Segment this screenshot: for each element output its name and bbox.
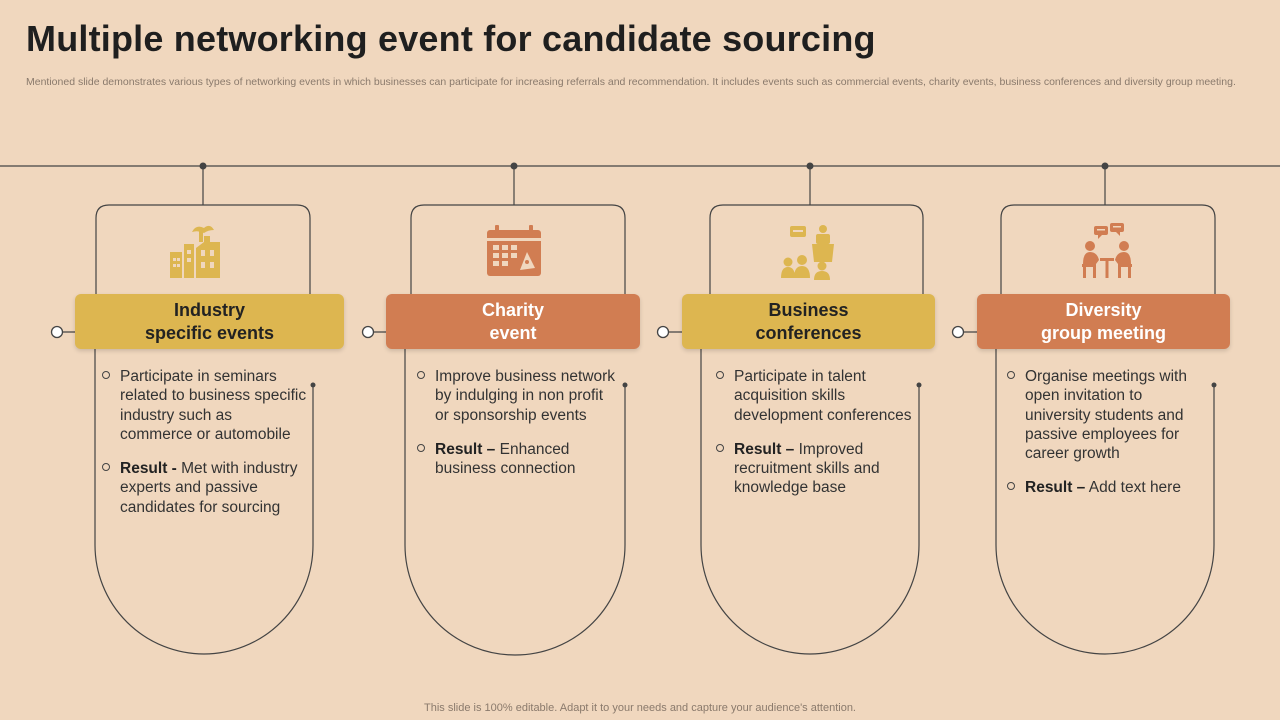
list-item: Result – Add text here (1007, 478, 1205, 497)
event-point-text: Participate in talent acquisition skills… (734, 368, 912, 424)
event-title-line1: Charity (481, 299, 544, 320)
event-points-business-conferences: Participate in talent acquisition skills… (716, 367, 921, 513)
event-point-text: Participate in seminars related to busin… (120, 368, 307, 443)
result-text: Improved recruitment skills and knowledg… (734, 440, 880, 497)
bullet-icon (102, 371, 110, 379)
result-label: Result – (435, 440, 496, 458)
event-title-line2: specific events (144, 322, 275, 343)
bullet-icon (716, 371, 724, 379)
event-title-line1: Industry (173, 299, 245, 320)
list-item: Participate in talent acquisition skills… (716, 367, 921, 425)
calendar-event-icon (487, 225, 541, 276)
event-point-text: Organise meetings with open invitation t… (1025, 368, 1187, 463)
result-text: Enhanced business connection (435, 440, 576, 478)
event-points-industry-specific: Participate in seminars related to busin… (102, 367, 307, 532)
result-text: Add text here (1085, 479, 1181, 497)
list-item: Organise meetings with open invitation t… (1007, 367, 1205, 463)
bullet-icon (716, 443, 724, 452)
event-points-diversity-group-meeting: Organise meetings with open invitation t… (1007, 367, 1205, 513)
list-item: Participate in seminars related to busin… (102, 367, 307, 444)
result-text: Met with industry experts and passive ca… (120, 460, 298, 516)
list-item: Improve business network by indulging in… (417, 367, 619, 425)
factory-icon (170, 225, 220, 278)
event-title-line2: conferences (755, 322, 862, 343)
result-label: Result – (734, 440, 795, 458)
result-label: Result - (120, 460, 177, 478)
event-title-line2: event (489, 322, 537, 343)
bullet-icon (417, 371, 425, 379)
event-title-line1: Business (768, 299, 849, 320)
bullet-icon (1007, 482, 1015, 491)
bullet-icon (417, 443, 425, 452)
bullet-icon (102, 463, 110, 472)
event-points-charity: Improve business network by indulging in… (417, 367, 619, 493)
event-title-line2: group meeting (1041, 322, 1166, 343)
event-title-line1: Diversity (1065, 299, 1142, 320)
event-point-text: Improve business network by indulging in… (435, 368, 616, 424)
page-title: Multiple networking event for candidate … (26, 18, 876, 59)
conference-speaker-icon (781, 225, 834, 280)
bullet-icon (1007, 371, 1015, 379)
page-subtitle: Mentioned slide demonstrates various typ… (26, 76, 1236, 88)
list-item: Result – Enhanced business connection (417, 440, 619, 479)
result-label: Result – (1025, 479, 1086, 497)
footer-note: This slide is 100% editable. Adapt it to… (424, 702, 856, 714)
meeting-chat-icon (1082, 223, 1132, 278)
list-item: Result – Improved recruitment skills and… (716, 440, 921, 498)
list-item: Result - Met with industry experts and p… (102, 459, 307, 517)
